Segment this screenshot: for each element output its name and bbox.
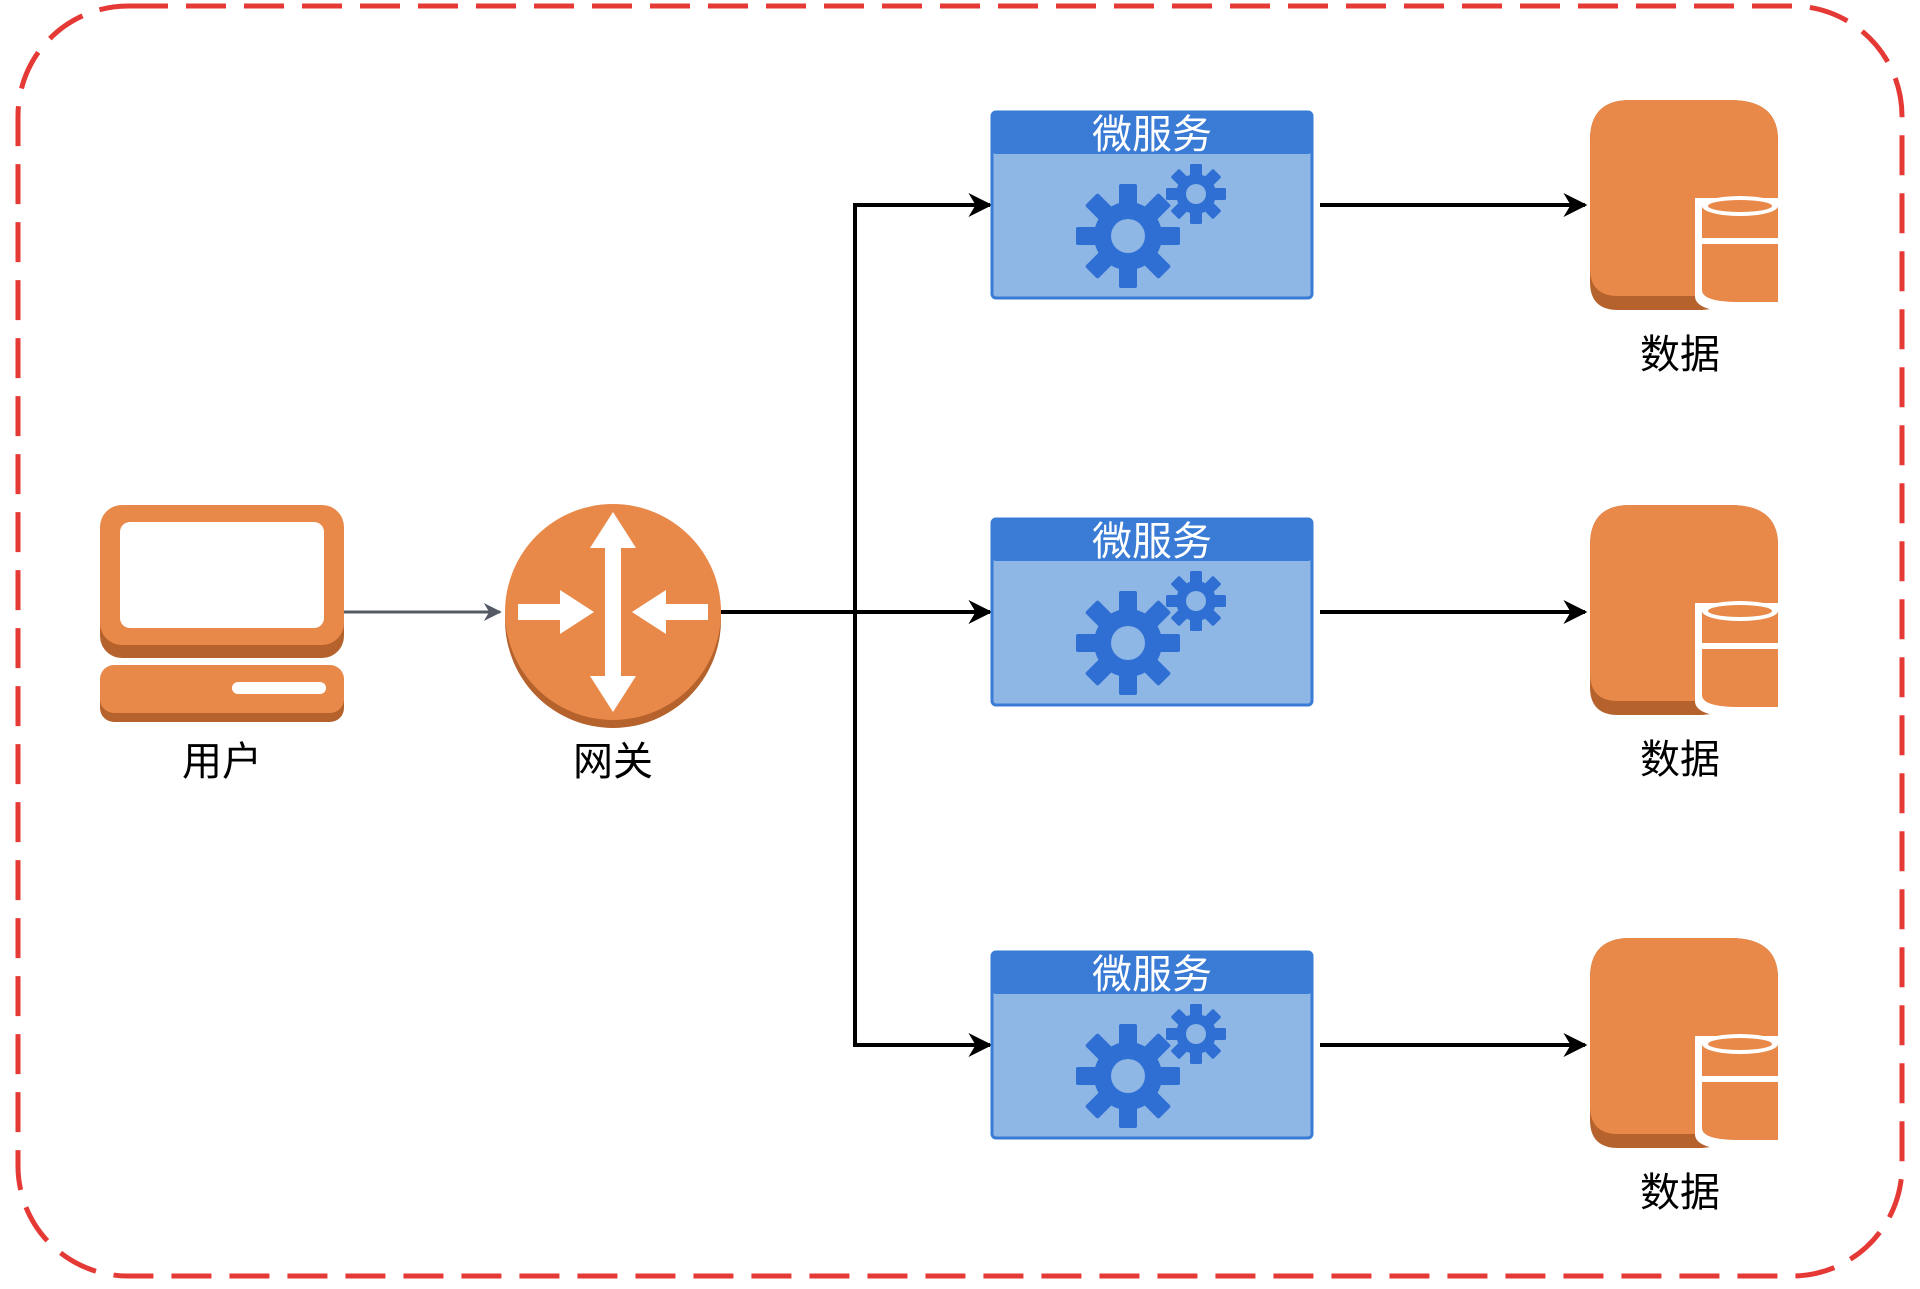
edge-gateway-service-3 (853, 612, 993, 1057)
service-title: 微服务 (1092, 112, 1212, 158)
database-icon (1590, 100, 1778, 312)
gateway-label: 网关 (573, 739, 653, 785)
database-icon (1590, 938, 1778, 1150)
database-node: 数据 (1590, 938, 1778, 1216)
service-title: 微服务 (1092, 952, 1212, 998)
database-node: 数据 (1590, 505, 1778, 783)
edge-gateway-service-1 (853, 193, 993, 612)
service-node: 微服务 (990, 110, 1314, 310)
service-node: 微服务 (990, 517, 1314, 717)
database-label: 数据 (1640, 332, 1720, 378)
database-node: 数据 (1590, 100, 1778, 378)
boundary-frame (15, 3, 1905, 1279)
database-label: 数据 (1640, 737, 1720, 783)
service-header (992, 952, 1312, 994)
database-label: 数据 (1640, 1170, 1720, 1216)
service-header (992, 112, 1312, 154)
router-icon (505, 504, 721, 728)
computer-icon (100, 505, 344, 722)
service-title: 微服务 (1092, 519, 1212, 565)
service-header (992, 519, 1312, 561)
edges (340, 193, 1588, 1057)
user-node: 用户 (100, 505, 344, 785)
database-icon (1590, 505, 1778, 717)
user-label: 用户 (182, 739, 262, 785)
service-node: 微服务 (990, 950, 1314, 1150)
gateway-node: 网关 (505, 504, 721, 785)
